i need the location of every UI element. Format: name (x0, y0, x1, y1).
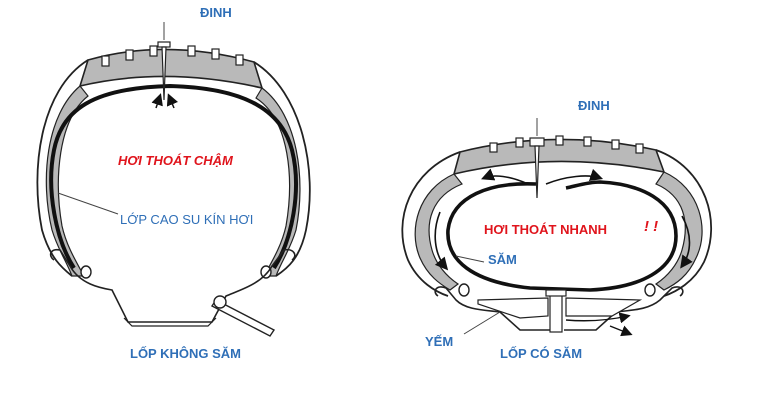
right-tire-carcass-right (654, 171, 703, 291)
left-nail-label: ĐINH (200, 5, 232, 20)
right-fast-leak-label: HƠI THOÁT NHANH (484, 222, 608, 237)
right-valve (549, 291, 563, 333)
right-tube-label: SĂM (488, 252, 517, 267)
right-flap-label: YẾM (425, 334, 454, 349)
right-bead-left (458, 283, 470, 297)
left-tire-tread (78, 48, 264, 90)
tube-tire (401, 118, 712, 337)
left-rim (49, 248, 296, 323)
left-bead-left (80, 265, 92, 279)
right-caption: LỐP CÓ SĂM (500, 346, 583, 361)
left-nail-icon (157, 22, 171, 101)
right-flap (477, 297, 643, 319)
right-nail-icon (529, 118, 545, 199)
left-tire-carcass-right (255, 87, 301, 277)
left-caption: LỐP KHÔNG SĂM (130, 346, 241, 361)
left-bead-right (260, 265, 272, 279)
left-valve (210, 299, 276, 337)
tubeless-tire (36, 22, 311, 337)
right-bead-right (644, 283, 656, 297)
left-slow-leak-label: HƠI THOÁT CHẬM (118, 153, 233, 168)
left-liner-label: LỚP CAO SU KÍN HƠI (120, 212, 254, 227)
right-inner-tube (446, 180, 678, 292)
right-tire-carcass-left (414, 173, 463, 291)
left-inner-liner (49, 83, 298, 270)
left-tire-outer-wall (36, 59, 311, 277)
right-exclaim: ! ! (644, 218, 659, 235)
left-tread-grooves (101, 45, 244, 67)
right-tread-grooves (489, 135, 644, 154)
right-nail-label: ĐINH (578, 98, 610, 113)
